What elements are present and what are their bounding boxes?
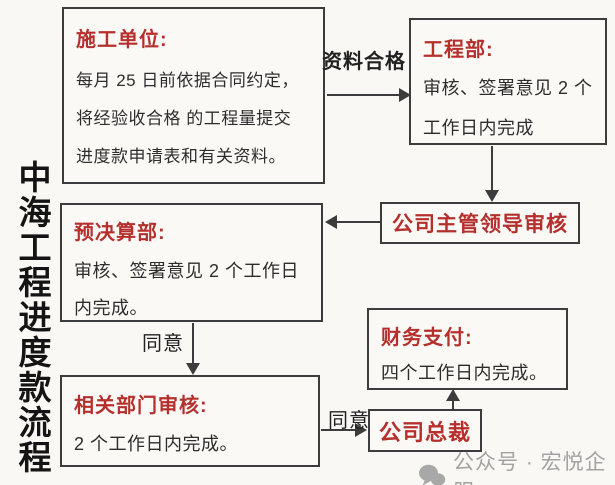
- flow-box-budget-dept: 预决算部: 审核、签署意见 2 个工作日 内完成。: [60, 203, 323, 322]
- edge-label-materials-qualified: 资料合格: [322, 51, 406, 73]
- box-line: 内完成。: [74, 298, 148, 318]
- edge-label-agree-2: 同意: [328, 410, 370, 432]
- edge-label-agree-1: 同意: [142, 333, 184, 355]
- flow-box-finance-payment: 财务支付: 四个工作日内完成。: [367, 308, 568, 390]
- flow-box-construction-unit: 施工单位: 每月 25 日前依据合同约定， 将经验收合格 的工程量提交 进度款申…: [62, 7, 325, 184]
- arrowhead-left-icon: [325, 215, 337, 229]
- box-title: 施工单位:: [76, 29, 168, 51]
- arrow-related-to-president: [321, 429, 357, 431]
- box-title: 公司主管领导审核: [392, 213, 568, 236]
- box-title: 相关部门审核:: [74, 395, 208, 417]
- wechat-icon: [418, 464, 446, 485]
- arrowhead-right-icon: [355, 423, 367, 437]
- arrowhead-down-icon: [186, 363, 200, 375]
- watermark: 公众号 · 宏悦企服: [418, 446, 615, 485]
- watermark-text: 公众号 · 宏悦企服: [453, 451, 607, 485]
- box-line: 审核、签署意见 2 个: [423, 78, 593, 98]
- box-title: 公司总裁: [378, 419, 471, 445]
- arrowhead-down-icon: [485, 190, 499, 202]
- box-line: 审核、签署意见 2 个工作日: [74, 261, 300, 281]
- box-line: 2 个工作日内完成。: [74, 434, 239, 454]
- box-title: 财务支付:: [381, 327, 473, 349]
- box-line: 进度款申请表和有关资料。: [76, 147, 286, 166]
- box-line: 工作日内完成: [423, 118, 534, 138]
- box-line: 将经验收合格 的工程量提交: [76, 109, 292, 128]
- box-line: 四个工作日内完成。: [381, 363, 548, 383]
- arrow-president-to-finance: [452, 401, 454, 409]
- arrowhead-right-icon: [399, 88, 411, 102]
- arrow-engineering-to-leader: [491, 146, 493, 192]
- arrow-budget-to-related: [192, 323, 194, 365]
- arrow-construction-to-engineering: [327, 94, 401, 96]
- flow-box-engineering-dept: 工程部: 审核、签署意见 2 个 工作日内完成: [409, 18, 607, 145]
- box-title: 工程部:: [423, 39, 494, 61]
- page-title-vertical: 中海工程进度款流程: [14, 160, 51, 475]
- box-line: 每月 25 日前依据合同约定，: [76, 71, 299, 90]
- arrowhead-up-icon: [446, 389, 460, 401]
- flow-box-related-dept-review: 相关部门审核: 2 个工作日内完成。: [60, 375, 320, 467]
- flow-box-company-president: 公司总裁: [368, 409, 482, 452]
- box-title: 预决算部:: [74, 222, 166, 244]
- flow-box-company-leader-review: 公司主管领导审核: [380, 202, 580, 244]
- arrow-leader-to-budget: [336, 221, 380, 223]
